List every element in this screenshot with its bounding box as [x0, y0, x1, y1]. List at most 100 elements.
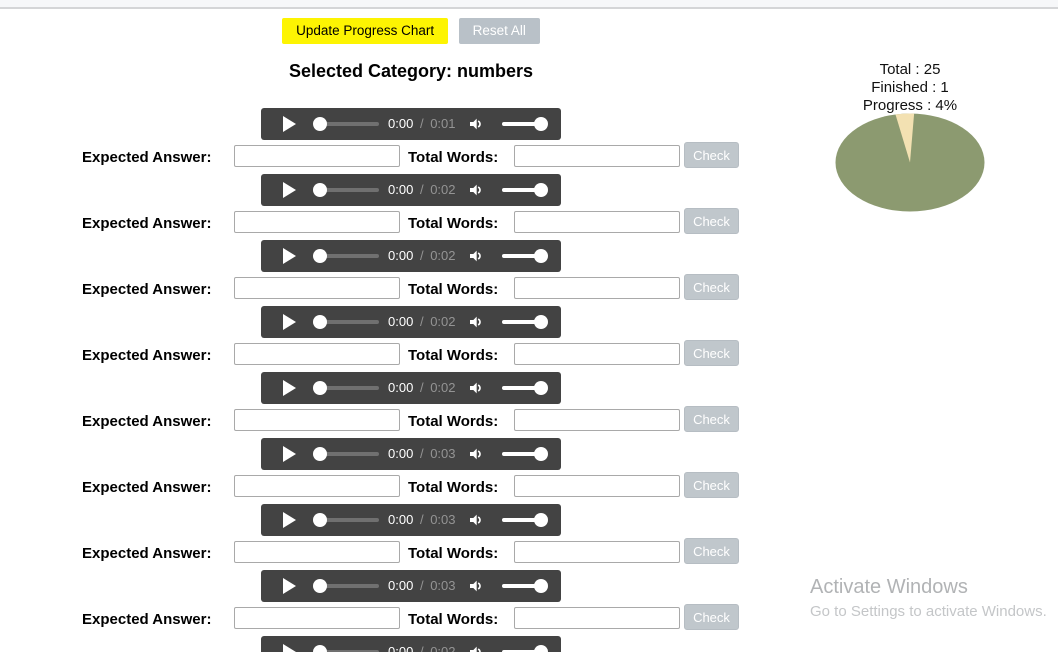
play-button[interactable]: [273, 441, 303, 467]
seek-thumb[interactable]: [313, 513, 327, 527]
total-words-input[interactable]: [514, 145, 680, 167]
expected-answer-input[interactable]: [234, 211, 400, 233]
audio-player[interactable]: 0:00 / 0:03: [261, 438, 561, 470]
time-separator: /: [419, 578, 424, 593]
audio-player[interactable]: 0:00 / 0:03: [261, 570, 561, 602]
audio-player[interactable]: 0:00 / 0:02: [261, 306, 561, 338]
volume-slider[interactable]: [502, 381, 548, 395]
volume-icon[interactable]: [468, 380, 484, 396]
volume-icon[interactable]: [468, 314, 484, 330]
play-button[interactable]: [273, 111, 303, 137]
volume-thumb[interactable]: [534, 183, 548, 197]
seek-slider[interactable]: [313, 381, 379, 395]
seek-slider[interactable]: [313, 579, 379, 593]
seek-thumb[interactable]: [313, 117, 327, 131]
play-button[interactable]: [273, 243, 303, 269]
seek-slider[interactable]: [313, 249, 379, 263]
check-button[interactable]: Check: [684, 604, 739, 630]
play-button[interactable]: [273, 309, 303, 335]
audio-player[interactable]: 0:00 / 0:03: [261, 504, 561, 536]
seek-thumb[interactable]: [313, 579, 327, 593]
seek-slider[interactable]: [313, 513, 379, 527]
seek-thumb[interactable]: [313, 381, 327, 395]
audio-player[interactable]: 0:00 / 0:02: [261, 174, 561, 206]
time-separator: /: [419, 182, 424, 197]
volume-slider[interactable]: [502, 183, 548, 197]
volume-thumb[interactable]: [534, 513, 548, 527]
check-button[interactable]: Check: [684, 406, 739, 432]
volume-icon[interactable]: [468, 446, 484, 462]
play-button[interactable]: [273, 573, 303, 599]
total-words-input[interactable]: [514, 475, 680, 497]
audio-player[interactable]: 0:00 / 0:02: [261, 372, 561, 404]
volume-thumb[interactable]: [534, 447, 548, 461]
check-button[interactable]: Check: [684, 340, 739, 366]
volume-slider[interactable]: [502, 513, 548, 527]
chart-progress-line: Progress : 4%: [862, 97, 958, 114]
volume-icon[interactable]: [468, 512, 484, 528]
volume-thumb[interactable]: [534, 249, 548, 263]
duration-time: 0:03: [430, 446, 456, 461]
volume-slider[interactable]: [502, 249, 548, 263]
volume-thumb[interactable]: [534, 117, 548, 131]
expected-answer-input[interactable]: [234, 607, 400, 629]
check-button[interactable]: Check: [684, 274, 739, 300]
audio-player[interactable]: 0:00 / 0:02: [261, 240, 561, 272]
time-display: 0:00 / 0:01: [388, 108, 456, 140]
expected-answer-label: Expected Answer:: [82, 479, 212, 496]
current-time: 0:00: [388, 314, 414, 329]
audio-player[interactable]: 0:00 / 0:01: [261, 108, 561, 140]
update-progress-chart-button[interactable]: Update Progress Chart: [282, 18, 449, 44]
total-words-input[interactable]: [514, 409, 680, 431]
volume-thumb[interactable]: [534, 579, 548, 593]
expected-answer-input[interactable]: [234, 409, 400, 431]
volume-icon[interactable]: [468, 644, 484, 652]
play-button[interactable]: [273, 177, 303, 203]
play-button[interactable]: [273, 507, 303, 533]
total-words-input[interactable]: [514, 277, 680, 299]
volume-thumb[interactable]: [534, 645, 548, 652]
check-button[interactable]: Check: [684, 538, 739, 564]
expected-answer-input[interactable]: [234, 541, 400, 563]
volume-slider[interactable]: [502, 645, 548, 652]
volume-slider[interactable]: [502, 447, 548, 461]
seek-thumb[interactable]: [313, 315, 327, 329]
seek-thumb[interactable]: [313, 645, 327, 652]
total-words-input[interactable]: [514, 607, 680, 629]
expected-answer-input[interactable]: [234, 145, 400, 167]
expected-answer-input[interactable]: [234, 475, 400, 497]
seek-slider[interactable]: [313, 315, 379, 329]
total-words-input[interactable]: [514, 211, 680, 233]
time-separator: /: [419, 116, 424, 131]
volume-icon[interactable]: [468, 578, 484, 594]
seek-slider[interactable]: [313, 183, 379, 197]
seek-slider[interactable]: [313, 645, 379, 652]
play-button[interactable]: [273, 639, 303, 652]
volume-slider[interactable]: [502, 315, 548, 329]
volume-thumb[interactable]: [534, 381, 548, 395]
volume-slider[interactable]: [502, 117, 548, 131]
seek-slider[interactable]: [313, 447, 379, 461]
play-button[interactable]: [273, 375, 303, 401]
check-button[interactable]: Check: [684, 142, 739, 168]
seek-thumb[interactable]: [313, 249, 327, 263]
seek-thumb[interactable]: [313, 183, 327, 197]
expected-answer-input[interactable]: [234, 343, 400, 365]
check-button[interactable]: Check: [684, 472, 739, 498]
volume-thumb[interactable]: [534, 315, 548, 329]
audio-player[interactable]: 0:00 / 0:02: [261, 636, 561, 652]
volume-slider[interactable]: [502, 579, 548, 593]
volume-icon[interactable]: [468, 248, 484, 264]
total-words-input[interactable]: [514, 541, 680, 563]
seek-thumb[interactable]: [313, 447, 327, 461]
current-time: 0:00: [388, 644, 414, 652]
reset-all-button[interactable]: Reset All: [458, 18, 540, 44]
time-display: 0:00 / 0:02: [388, 306, 456, 338]
volume-icon[interactable]: [468, 182, 484, 198]
chart-finished-line: Finished : 1: [871, 79, 949, 96]
check-button[interactable]: Check: [684, 208, 739, 234]
total-words-input[interactable]: [514, 343, 680, 365]
volume-icon[interactable]: [468, 116, 484, 132]
seek-slider[interactable]: [313, 117, 379, 131]
expected-answer-input[interactable]: [234, 277, 400, 299]
